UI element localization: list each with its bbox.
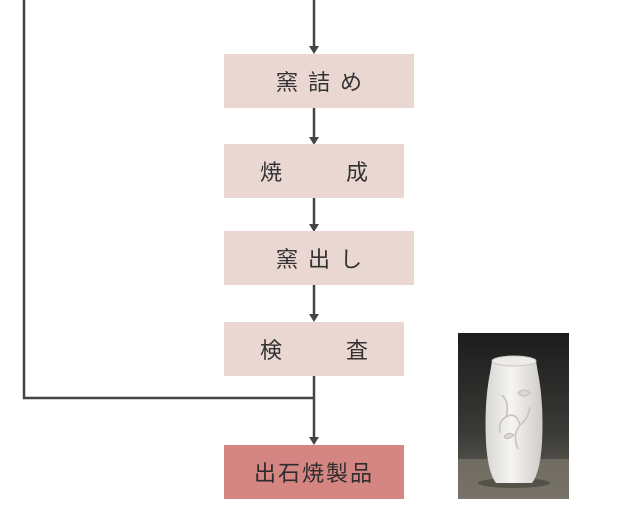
step-kamazume: 窯詰め bbox=[224, 54, 414, 108]
step-kamadashi-label: 窯出し bbox=[275, 248, 372, 273]
step-kensa-label-2: 査 bbox=[345, 339, 368, 364]
step-kamazume-label: 窯詰め bbox=[275, 71, 372, 96]
step-shosei-label-2: 成 bbox=[345, 161, 368, 186]
step-final-product-label: 出石焼製品 bbox=[253, 462, 374, 487]
step-shosei-label-1: 焼 bbox=[260, 161, 283, 186]
step-kensa: 検 査 bbox=[224, 322, 404, 376]
white-porcelain-vase-photo-icon bbox=[458, 333, 569, 499]
step-kensa-label-1: 検 bbox=[260, 339, 283, 364]
step-final-product: 出石焼製品 bbox=[224, 445, 404, 499]
step-shosei: 焼 成 bbox=[224, 144, 404, 198]
feedback-loop-line bbox=[22, 0, 314, 400]
step-kamadashi: 窯出し bbox=[224, 231, 414, 285]
